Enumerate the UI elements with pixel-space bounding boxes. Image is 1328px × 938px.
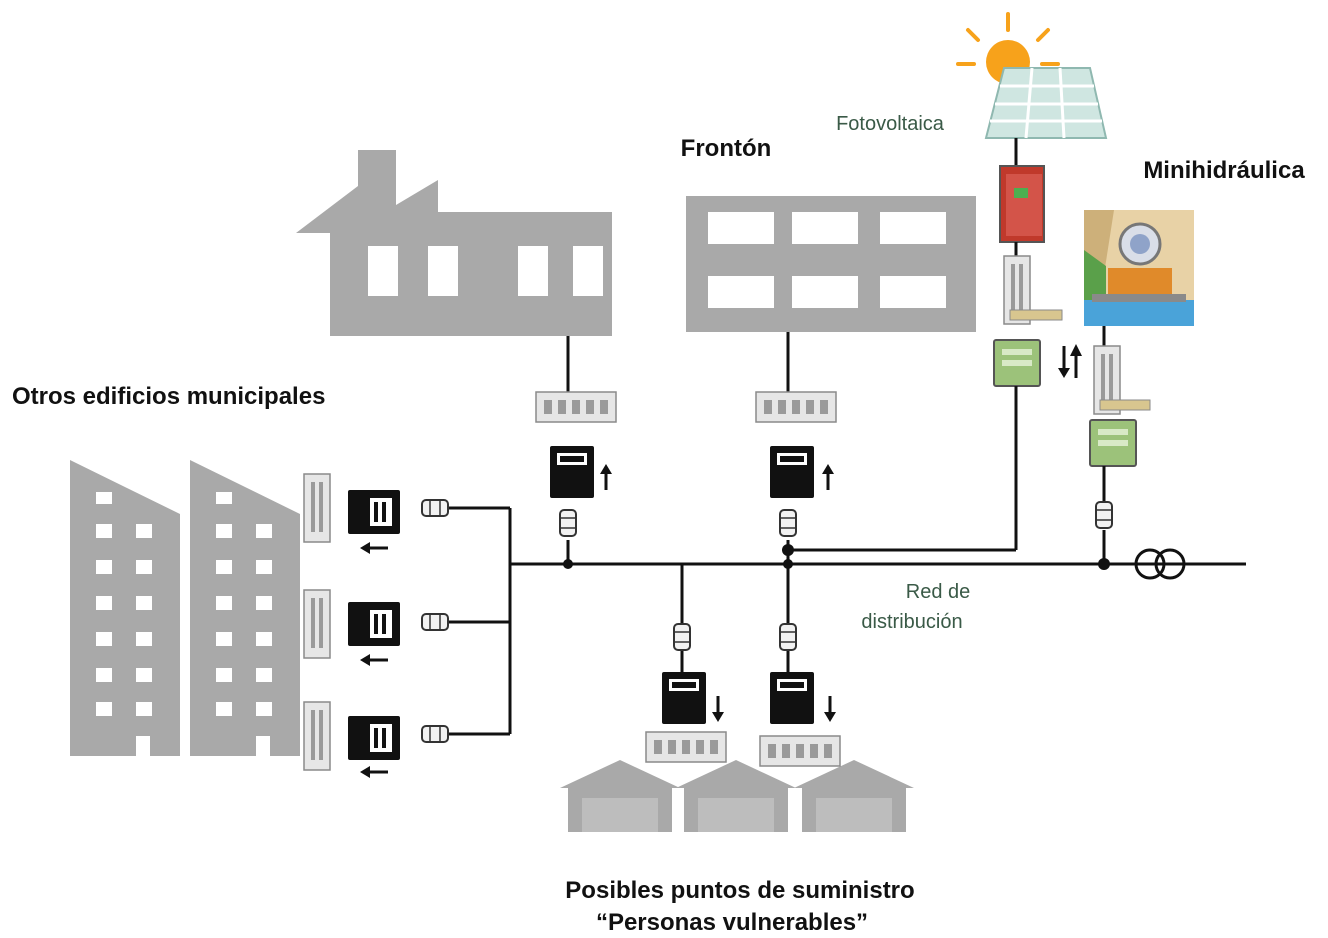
turbine-icon [1084, 210, 1194, 326]
transformer-icon [1134, 548, 1186, 580]
municipal-meter-icon [550, 446, 594, 498]
fuse-icon [1095, 501, 1113, 529]
fuse-icon [779, 623, 797, 651]
vulnerable-houses-icon [560, 760, 914, 832]
arrow-down-icon [710, 694, 726, 724]
fuse-icon [559, 509, 577, 537]
fronton-label: Frontón [681, 135, 772, 162]
arrow-up-icon [598, 462, 614, 492]
red-distribucion-label-2: distribución [861, 611, 962, 633]
municipal-breaker-icon [535, 391, 617, 423]
grid-lines [448, 332, 1246, 736]
posibles-puntos-label-1: Posibles puntos de suministro [565, 877, 914, 904]
solar-panel-icon [984, 67, 1108, 139]
hydro-breaker-icon [1093, 345, 1151, 415]
left-metering-row-3 [303, 701, 449, 780]
house-meter-icon [770, 672, 814, 724]
arrow-down-icon [822, 694, 838, 724]
left-metering-row-1 [303, 473, 449, 556]
bidirectional-arrow-icon [1058, 344, 1082, 378]
fotovoltaica-label: Fotovoltaica [836, 113, 945, 135]
fronton-breaker-icon [755, 391, 837, 423]
left-metering-row-2 [303, 589, 449, 668]
fronton-building-icon [686, 196, 976, 332]
house-breaker-icon [759, 735, 841, 767]
other-municipal-buildings-icon [70, 460, 300, 756]
house-breaker-icon [645, 731, 727, 763]
hydro-meter-icon [1089, 419, 1137, 467]
fuse-icon [779, 509, 797, 537]
fuse-icon [673, 623, 691, 651]
fronton-meter-icon [770, 446, 814, 498]
red-distribucion-label-1: Red de [906, 581, 971, 603]
arrow-up-icon [820, 462, 836, 492]
otros-edificios-label: Otros edificios municipales [12, 383, 325, 410]
house-meter-icon [662, 672, 706, 724]
posibles-puntos-label-2: “Personas vulnerables” [596, 909, 868, 936]
pv-breaker-icon [1003, 255, 1063, 325]
minihidraulica-label: Minihidráulica [1143, 157, 1305, 184]
pv-meter-icon [993, 339, 1041, 387]
inverter-icon [999, 165, 1045, 243]
municipal-building-icon [296, 150, 612, 336]
